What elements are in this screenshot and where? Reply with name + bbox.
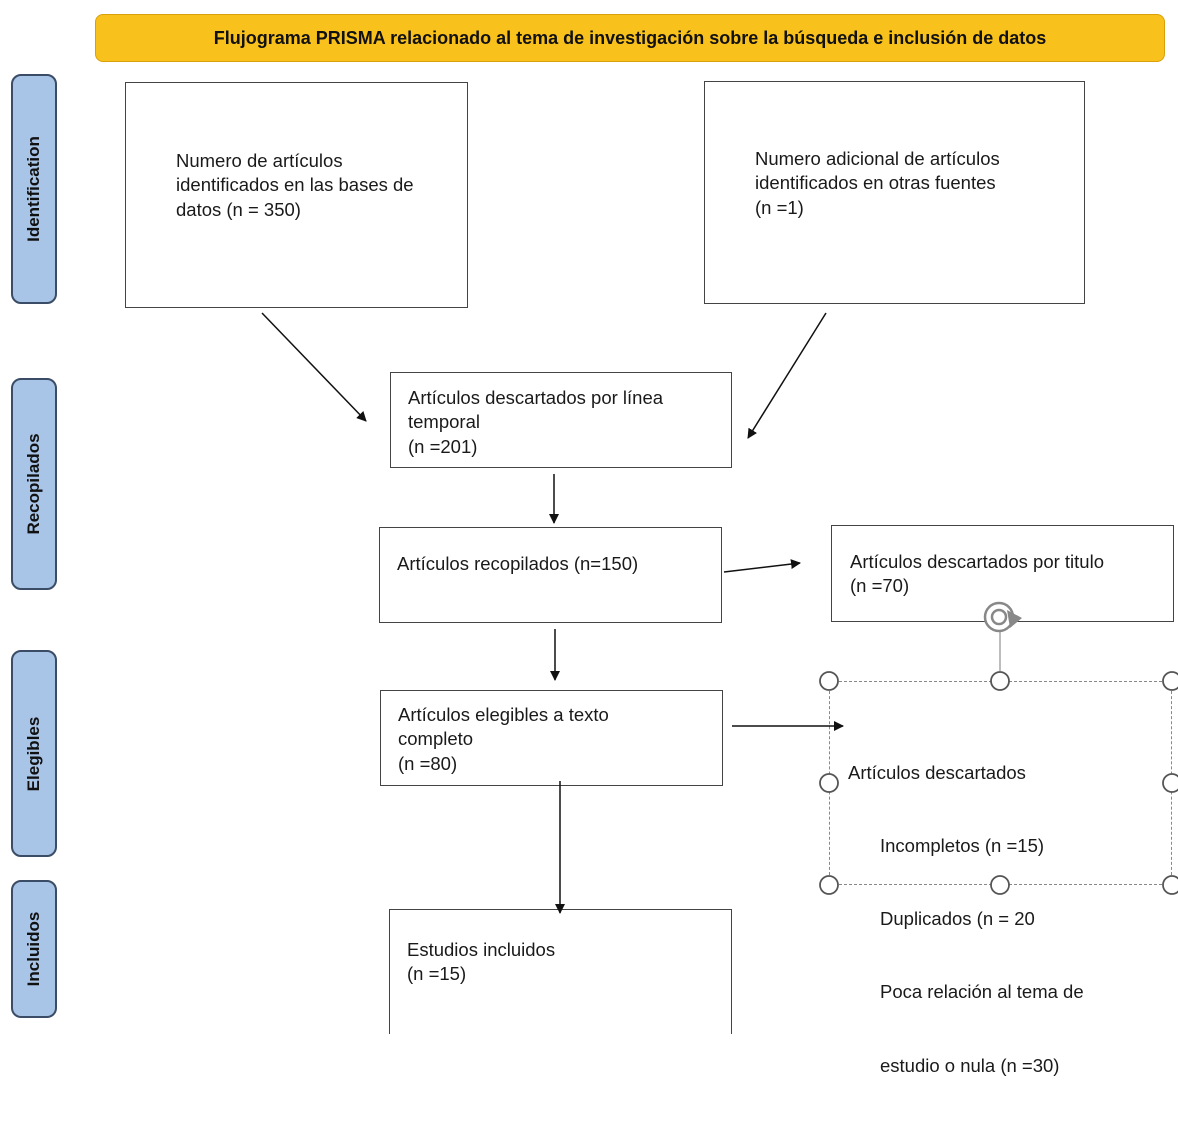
box-included[interactable]: Estudios incluidos (n =15) [389, 909, 732, 1034]
connectors [261, 312, 1178, 914]
box-collected-text: Artículos recopilados (n=150) [397, 553, 639, 574]
phase-identification: Identification [11, 74, 57, 304]
resize-handle-mr[interactable] [1162, 773, 1178, 793]
box-other-sources[interactable]: Numero adicional de artículos identifica… [704, 81, 1085, 304]
discarded-item-duplicados: Duplicados (n = 20 [880, 908, 1035, 930]
resize-handle-tr[interactable] [1162, 671, 1178, 691]
box-db-identified-text: Numero de artículos identificados en las… [176, 150, 414, 220]
arrow-collected-to-title [723, 559, 801, 573]
box-discarded-title-text: Artículos descartados por titulo (n =70) [850, 551, 1104, 597]
box-discarded-timeline-text: Artículos descartados por línea temporal… [408, 387, 664, 457]
discarded-item-poca-relacion: Poca relación al tema de [880, 981, 1084, 1003]
phase-elegibles: Elegibles [11, 650, 57, 857]
resize-handle-bl[interactable] [819, 875, 839, 895]
resize-handle-bm[interactable] [990, 875, 1010, 895]
arrow-other-to-timeline [747, 312, 827, 439]
box-discarded-timeline[interactable]: Artículos descartados por línea temporal… [390, 372, 732, 468]
resize-handle-ml[interactable] [819, 773, 839, 793]
box-collected[interactable]: Artículos recopilados (n=150) [379, 527, 722, 623]
box-other-sources-text: Numero adicional de artículos identifica… [755, 148, 1000, 218]
resize-handle-tl[interactable] [819, 671, 839, 691]
resize-handle-tm[interactable] [990, 671, 1010, 691]
box-eligible-fulltext-text: Artículos elegibles a texto completo (n … [398, 704, 609, 774]
box-discarded-heading: Artículos descartados [848, 761, 1026, 783]
discarded-item-estudio-nula: estudio o nula (n =30) [880, 1054, 1060, 1076]
box-eligible-fulltext[interactable]: Artículos elegibles a texto completo (n … [380, 690, 723, 786]
rotate-handle-icon[interactable] [983, 601, 1022, 671]
resize-handle-br[interactable] [1162, 875, 1178, 895]
diagram-title: Flujograma PRISMA relacionado al tema de… [95, 14, 1165, 62]
phase-incluidos: Incluidos [11, 880, 57, 1018]
discarded-item-incompletos: Incompletos (n =15) [880, 835, 1045, 857]
arrow-db-to-timeline [261, 312, 367, 422]
box-included-text: Estudios incluidos (n =15) [407, 939, 556, 985]
phase-recopilados: Recopilados [11, 378, 57, 590]
box-db-identified[interactable]: Numero de artículos identificados en las… [125, 82, 468, 308]
